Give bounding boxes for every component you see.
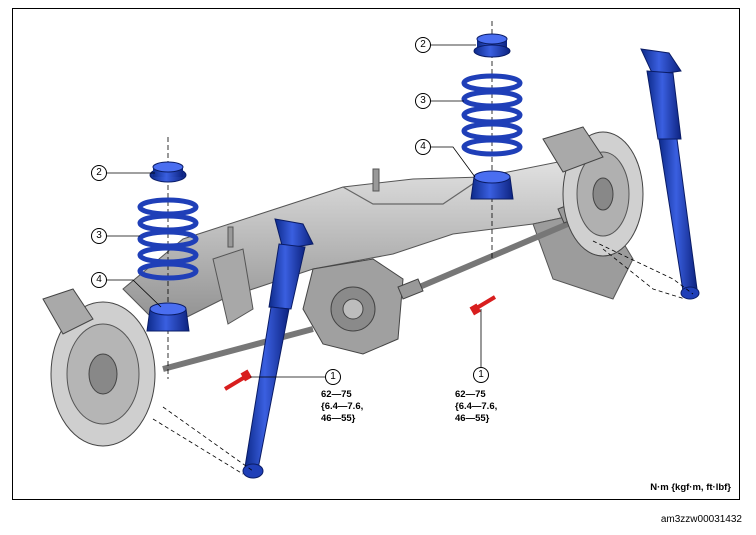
torque-spec-right: 62—75 {6.4—7.6, 46—55} xyxy=(455,389,497,425)
right-upper-spring-seat xyxy=(473,33,511,58)
callout-left-lower-seat: 4 xyxy=(91,272,107,288)
torque-unit-label: N·m {kgf·m, ft·lbf} xyxy=(650,482,731,493)
torque-right-line-3: 46—55} xyxy=(455,413,490,424)
right-coil-spring xyxy=(461,73,523,157)
suspension-exploded-view xyxy=(42,21,700,479)
callout-leaders xyxy=(106,44,482,378)
torque-left-line-3: 46—55} xyxy=(321,413,356,424)
right-shock-absorber xyxy=(640,48,700,300)
callout-right-lower-seat: 4 xyxy=(415,139,431,155)
right-spring-assembly xyxy=(461,21,523,259)
left-brake-disc xyxy=(42,288,156,447)
left-upper-spring-seat xyxy=(149,161,187,183)
callout-right-spring: 3 xyxy=(415,93,431,109)
diagram-frame: 2 3 4 2 3 4 1 1 62—75 {6.4—7.6, 46—55} 6… xyxy=(12,8,740,500)
left-bolt xyxy=(223,369,252,391)
right-bolt xyxy=(469,295,497,316)
callout-left-upper-seat: 2 xyxy=(91,165,107,181)
callout-left-spring: 3 xyxy=(91,228,107,244)
callout-right-upper-seat: 2 xyxy=(415,37,431,53)
torque-spec-left: 62—75 {6.4—7.6, 46—55} xyxy=(321,389,363,425)
image-code: am3zzw00031432 xyxy=(660,514,742,525)
right-brake-disc xyxy=(542,126,644,257)
torque-right-line-2: {6.4—7.6, xyxy=(455,401,498,412)
torque-right-line-1: 62—75 xyxy=(455,389,486,400)
right-lower-spring-seat xyxy=(470,170,514,200)
left-lower-spring-seat xyxy=(146,302,190,332)
callout-left-bolt: 1 xyxy=(325,369,341,385)
torque-left-line-1: 62—75 xyxy=(321,389,352,400)
left-shock-absorber xyxy=(242,218,314,479)
callout-right-bolt: 1 xyxy=(473,367,489,383)
torque-left-line-2: {6.4—7.6, xyxy=(321,401,364,412)
left-spring-assembly xyxy=(137,137,199,379)
differential xyxy=(302,258,404,355)
mounting-guide-lines xyxy=(152,240,694,475)
left-coil-spring xyxy=(137,197,199,281)
